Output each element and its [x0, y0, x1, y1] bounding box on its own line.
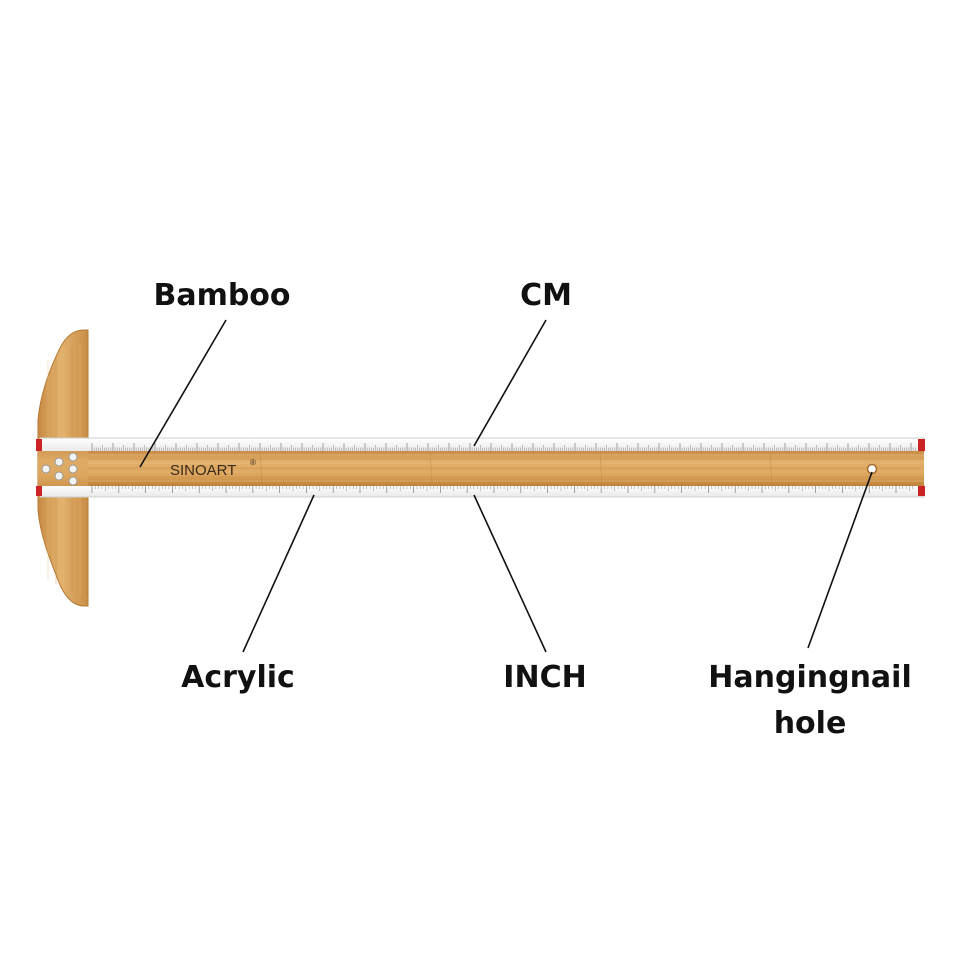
joint-screws	[41, 452, 78, 486]
leader-line-hanging-hole	[807, 471, 873, 649]
end-cap-right-bottom	[918, 486, 925, 496]
screw-icon	[41, 464, 51, 474]
screw-icon	[68, 476, 78, 486]
callout-hanging-nail-hole-line1: Hangingnail	[708, 660, 912, 695]
brand-name: SINOART	[170, 462, 236, 479]
bamboo-grain-line	[87, 454, 925, 456]
bamboo-blade	[38, 451, 924, 486]
bamboo-node-mark	[259, 451, 263, 486]
end-cap-left-top	[36, 439, 42, 451]
leader-line-bamboo	[139, 319, 227, 468]
screw-icon	[54, 457, 64, 467]
callout-hanging-nail-hole-line2: hole	[773, 706, 847, 741]
end-cap-right-top	[918, 439, 925, 451]
callout-acrylic: Acrylic	[181, 660, 295, 695]
callout-inch: INCH	[503, 660, 587, 695]
screw-icon	[68, 452, 78, 462]
leader-line-cm	[473, 319, 547, 447]
leader-line-acrylic	[242, 494, 315, 653]
bamboo-grain-line	[87, 480, 925, 482]
leader-line-inch	[473, 494, 547, 653]
inch-scale-ticks	[91, 486, 914, 493]
callout-cm: CM	[520, 278, 572, 313]
bamboo-node-mark	[599, 451, 603, 486]
callout-hanging-nail-hole: Hangingnail hole	[688, 655, 932, 747]
callout-bamboo: Bamboo	[153, 278, 291, 313]
bamboo-node-mark	[429, 451, 433, 486]
bamboo-grain-line	[87, 458, 925, 460]
end-cap-left-bottom	[36, 486, 42, 496]
screw-icon	[68, 464, 78, 474]
bamboo-node-mark	[769, 451, 773, 486]
screw-icon	[54, 471, 64, 481]
cm-scale-ticks	[91, 443, 916, 451]
brand-registered-mark: ®	[250, 458, 256, 467]
